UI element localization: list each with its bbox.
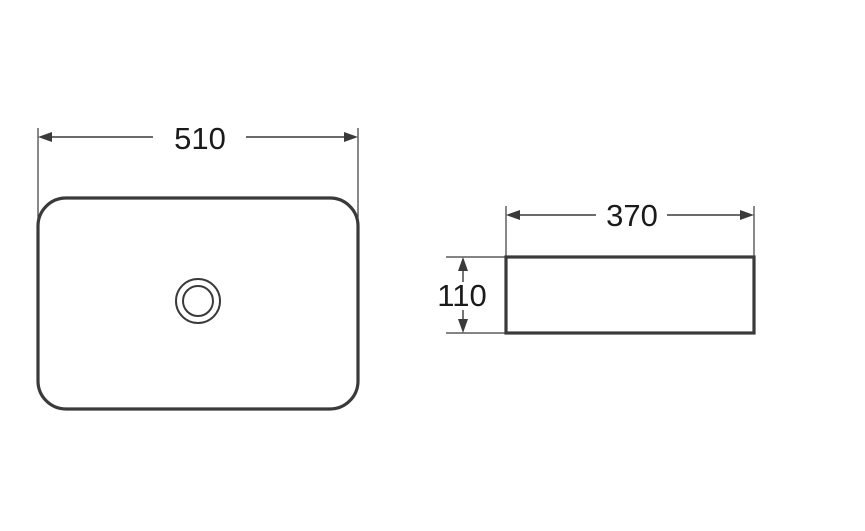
side-view-width-label: 370 — [606, 198, 658, 233]
top-view: 510 — [36, 121, 360, 411]
basin-top-outline — [36, 196, 360, 411]
basin-side-outline — [504, 255, 756, 335]
top-view-width-label: 510 — [174, 121, 226, 156]
side-view-height-label: 110 — [437, 278, 486, 313]
side-view-arrow-left — [506, 210, 520, 220]
side-view: 370 110 — [437, 198, 756, 335]
top-view-arrow-left — [38, 132, 52, 142]
drain-outer-ring — [175, 278, 221, 324]
side-view-arrow-bottom — [458, 319, 468, 333]
side-view-arrow-right — [740, 210, 754, 220]
side-view-arrow-top — [458, 257, 468, 271]
top-view-arrow-right — [344, 132, 358, 142]
drain-inner-ring — [182, 285, 214, 317]
